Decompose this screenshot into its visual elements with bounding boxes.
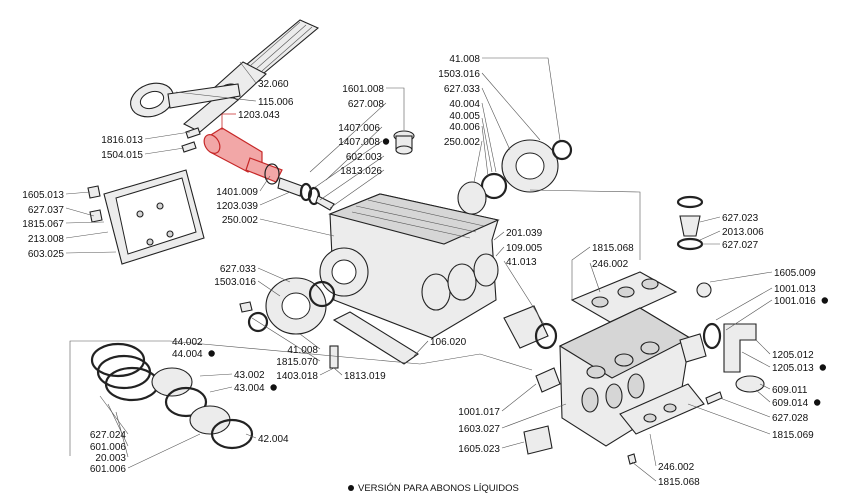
callout-1815068b: 1815.068 bbox=[658, 477, 700, 488]
callout-1001013: 1001.013 bbox=[774, 284, 816, 295]
footnote: VERSIÓN PARA ABONOS LÍQUIDOS bbox=[348, 483, 519, 494]
footnote-bullet bbox=[348, 485, 354, 491]
callout-2013006: 2013.006 bbox=[722, 227, 764, 238]
callout-603025: 603.025 bbox=[28, 249, 65, 260]
callout-1203043: 1203.043 bbox=[238, 110, 280, 121]
callout-1605013: 1605.013 bbox=[22, 190, 64, 201]
callout-20003: 20.003 bbox=[95, 453, 126, 464]
callout-627008: 627.008 bbox=[348, 99, 385, 110]
callout-42004: 42.004 bbox=[258, 434, 289, 445]
liquid-fertilizer-bullet bbox=[208, 350, 215, 357]
callout-609014: 609.014 bbox=[772, 398, 809, 409]
liquid-fertilizer-bullet bbox=[821, 297, 828, 304]
callout-601006b: 601.006 bbox=[90, 464, 127, 475]
elbow-fitting-part bbox=[679, 282, 765, 393]
callout-labels: 32.060 115.006 1203.043 1816.013 1504.015 160… bbox=[22, 54, 828, 488]
callout-1203039: 1203.039 bbox=[216, 201, 258, 212]
callout-40005: 40.005 bbox=[449, 111, 480, 122]
plunger-guide-highlighted bbox=[203, 127, 283, 183]
callout-627027: 627.027 bbox=[722, 240, 759, 251]
liquid-fertilizer-bullet bbox=[382, 138, 390, 145]
callout-213008: 213.008 bbox=[28, 234, 65, 245]
callout-627028: 627.028 bbox=[772, 413, 809, 424]
callout-627033a: 627.033 bbox=[444, 84, 481, 95]
callout-1001017: 1001.017 bbox=[458, 407, 500, 418]
callout-1813026: 1813.026 bbox=[340, 166, 382, 177]
callout-1816013: 1816.013 bbox=[101, 135, 143, 146]
callout-1603027: 1603.027 bbox=[458, 424, 500, 435]
callout-627037: 627.037 bbox=[28, 205, 65, 216]
callout-1504015: 1504.015 bbox=[101, 150, 143, 161]
callout-1503016b: 1503.016 bbox=[214, 277, 256, 288]
callout-1815069: 1815.069 bbox=[772, 430, 814, 441]
oil-plug-part bbox=[393, 130, 415, 155]
callout-1601008: 1601.008 bbox=[342, 84, 384, 95]
callout-250002a: 250.002 bbox=[222, 215, 259, 226]
callout-106020: 106.020 bbox=[430, 337, 467, 348]
callout-1407006: 1407.006 bbox=[338, 123, 380, 134]
callout-40004: 40.004 bbox=[449, 99, 480, 110]
callout-609011: 609.011 bbox=[772, 385, 808, 396]
callout-41013: 41.013 bbox=[506, 257, 537, 268]
callout-1403018: 1403.018 bbox=[276, 371, 318, 382]
callout-41008b: 41.008 bbox=[287, 345, 318, 356]
crankcase-part bbox=[319, 193, 500, 339]
callout-246002b: 246.002 bbox=[658, 462, 695, 473]
callout-1815067: 1815.067 bbox=[22, 219, 64, 230]
callout-627024: 627.024 bbox=[90, 430, 127, 441]
callout-1503016a: 1503.016 bbox=[438, 69, 480, 80]
callout-1407008: 1407.008 bbox=[338, 137, 380, 148]
callout-602003: 602.003 bbox=[346, 152, 383, 163]
footnote-text: VERSIÓN PARA ABONOS LÍQUIDOS bbox=[358, 483, 519, 494]
callout-41008a: 41.008 bbox=[449, 54, 480, 65]
callout-627023: 627.023 bbox=[722, 213, 759, 224]
crankcase-cover-part bbox=[87, 169, 205, 265]
cylinder-sleeve-part bbox=[503, 305, 558, 350]
callout-601006a: 601.006 bbox=[90, 442, 127, 453]
valve-seat-stack bbox=[90, 342, 254, 450]
connecting-rod-part bbox=[130, 82, 241, 118]
valve-cage-part bbox=[676, 195, 704, 251]
pin-parts bbox=[181, 127, 201, 153]
callout-43004: 43.004 bbox=[234, 383, 265, 394]
liquid-fertilizer-bullet bbox=[814, 399, 821, 406]
callout-1813019: 1813.019 bbox=[344, 371, 386, 382]
callout-40006: 40.006 bbox=[449, 122, 480, 133]
leader-lines bbox=[65, 57, 773, 482]
callout-1605009: 1605.009 bbox=[774, 268, 816, 279]
liquid-fertilizer-bullet bbox=[270, 384, 277, 391]
callout-32060: 32.060 bbox=[258, 79, 289, 90]
callout-109005: 109.005 bbox=[506, 243, 543, 254]
callout-1815068a: 1815.068 bbox=[592, 243, 634, 254]
callout-1205013: 1205.013 bbox=[772, 363, 814, 374]
callout-115006: 115.006 bbox=[258, 97, 294, 108]
callout-1001016: 1001.016 bbox=[774, 296, 816, 307]
callout-44004: 44.004 bbox=[172, 349, 203, 360]
callout-1205012: 1205.012 bbox=[772, 350, 814, 361]
bearing-cover-bottom-part bbox=[239, 277, 336, 335]
liquid-fertilizer-bullet bbox=[819, 364, 826, 371]
callout-250002b: 250.002 bbox=[444, 137, 481, 148]
valve-plate-top-part bbox=[570, 271, 678, 323]
callout-627033b: 627.033 bbox=[220, 264, 257, 275]
parts-layer bbox=[87, 19, 765, 465]
callout-201039: 201.039 bbox=[506, 228, 543, 239]
manifold-part bbox=[558, 307, 692, 447]
bearing-cover-top-part bbox=[457, 139, 573, 215]
callout-44002: 44.002 bbox=[172, 337, 203, 348]
callout-1605023: 1605.023 bbox=[458, 444, 500, 455]
inlet-fittings-part bbox=[523, 367, 723, 465]
callout-1815070: 1815.070 bbox=[276, 357, 318, 368]
callout-246002a: 246.002 bbox=[592, 259, 629, 270]
callout-1401009: 1401.009 bbox=[216, 187, 258, 198]
callout-43002: 43.002 bbox=[234, 370, 265, 381]
